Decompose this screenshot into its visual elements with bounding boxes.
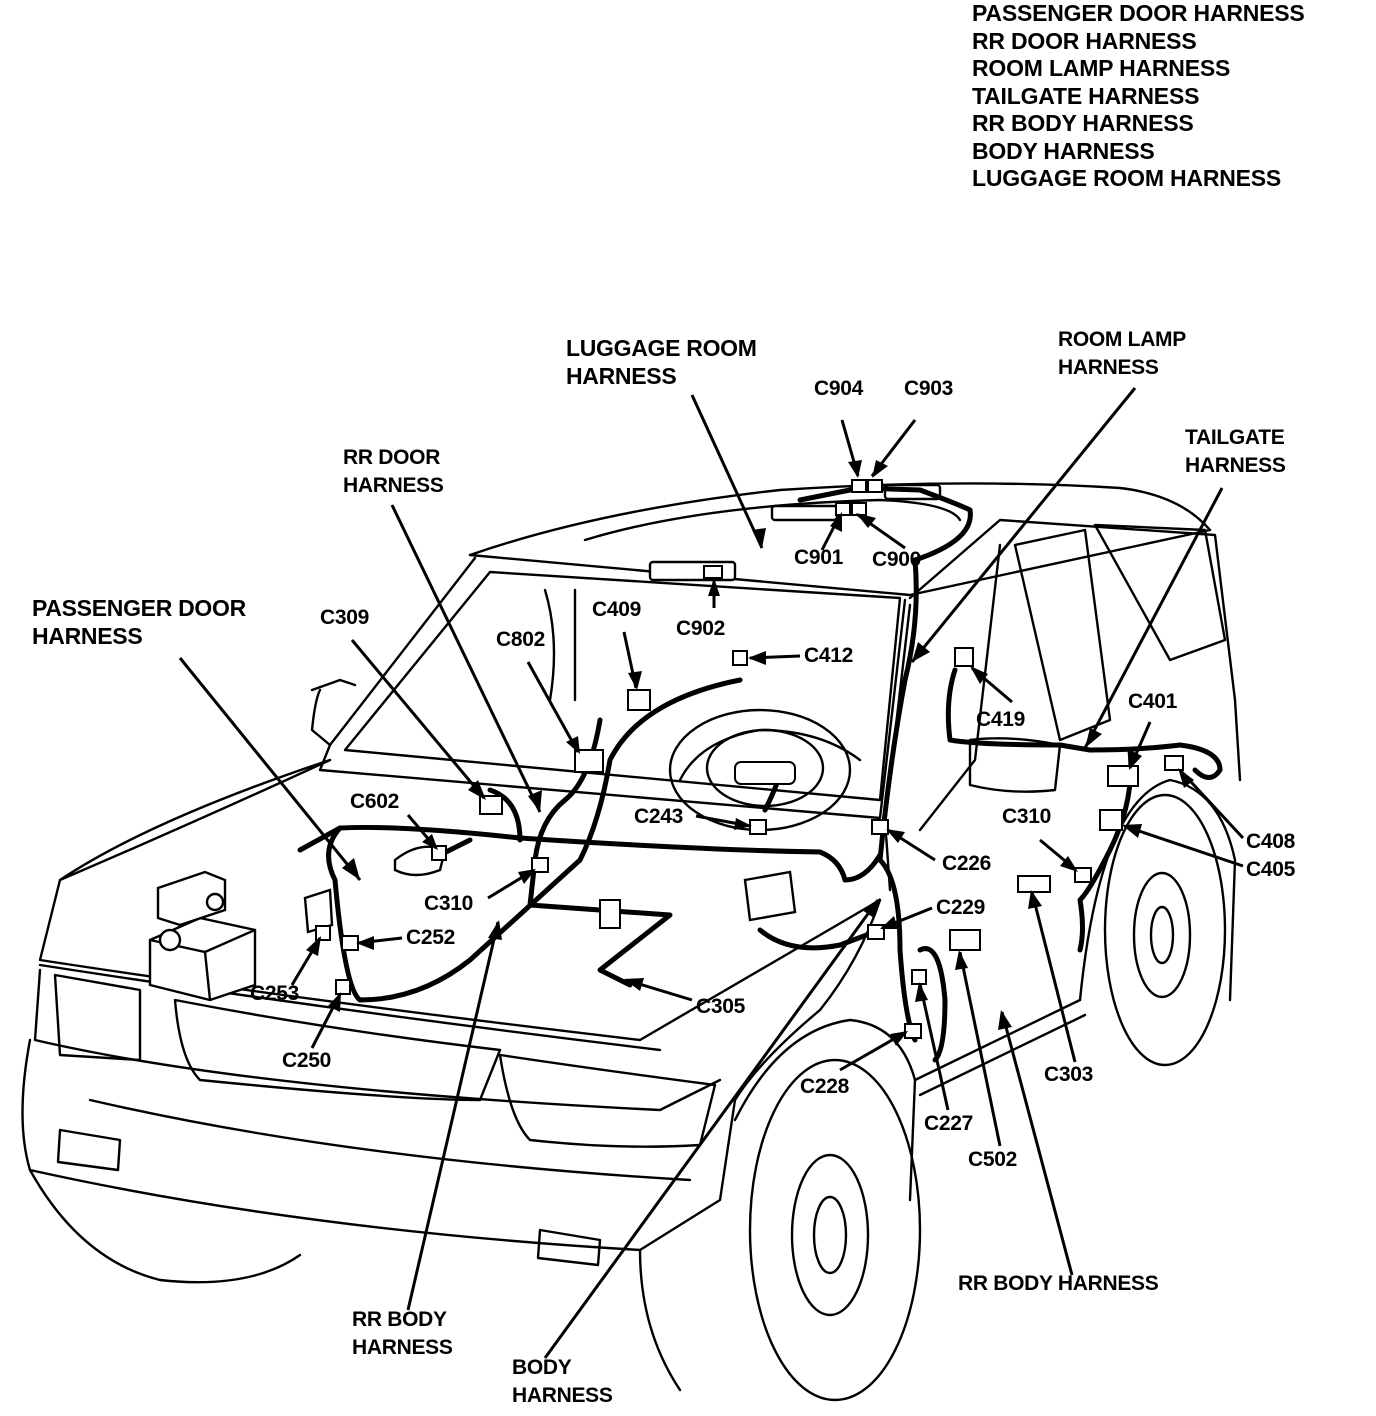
connector-markers — [315, 479, 1184, 1039]
connector-c250 — [335, 979, 351, 995]
label-c226: C226 — [942, 852, 992, 875]
legend-item: PASSENGER DOOR HARNESS — [972, 0, 1305, 26]
connector-c309 — [479, 795, 503, 815]
label-c310-left: C310 — [424, 892, 474, 915]
label-c412: C412 — [804, 644, 854, 667]
connector-c405 — [1099, 809, 1123, 831]
connector-c253 — [315, 925, 331, 941]
label-c228: C228 — [800, 1075, 850, 1098]
leader-lines — [178, 387, 1245, 1359]
label-rr-body-harness-right: RR BODY HARNESS — [958, 1272, 1159, 1295]
connector-c902 — [703, 565, 723, 579]
label-c900: C900 — [872, 548, 922, 571]
legend-item: RR BODY HARNESS — [972, 110, 1194, 136]
label-c229: C229 — [936, 896, 986, 919]
label-luggage-room-harness: LUGGAGE ROOM HARNESS — [566, 335, 757, 389]
connector-c226 — [871, 819, 889, 835]
label-c419: C419 — [976, 708, 1026, 731]
connector-c227 — [911, 969, 927, 985]
connector-part-dash — [734, 761, 796, 785]
label-c252: C252 — [406, 926, 456, 949]
connector-c310-right — [1074, 867, 1092, 883]
label-room-lamp-harness: ROOM LAMP HARNESS — [1058, 328, 1186, 379]
legend-item: TAILGATE HARNESS — [972, 82, 1200, 109]
label-passenger-door-harness: PASSENGER DOOR HARNESS — [32, 595, 246, 649]
connector-c419 — [954, 647, 974, 667]
connector-c602 — [431, 845, 447, 861]
label-c310-right: C310 — [1002, 805, 1052, 828]
label-tailgate-harness: TAILGATE HARNESS — [1185, 426, 1286, 477]
connector-c903 — [867, 479, 883, 493]
label-c602: C602 — [350, 790, 400, 813]
label-c309: C309 — [320, 606, 370, 629]
label-c502: C502 — [968, 1148, 1018, 1171]
label-c902: C902 — [676, 617, 726, 640]
label-c401: C401 — [1128, 690, 1178, 713]
label-c408: C408 — [1246, 830, 1296, 853]
label-rr-body-harness-bottom: RR BODY HARNESS — [352, 1308, 453, 1359]
connector-c229 — [867, 924, 885, 940]
connector-c303 — [1017, 875, 1051, 893]
label-rr-door-harness: RR DOOR HARNESS — [343, 446, 444, 497]
label-c227: C227 — [924, 1112, 974, 1135]
connector-c900 — [851, 502, 867, 516]
connector-c409 — [627, 689, 651, 711]
label-c250: C250 — [282, 1049, 332, 1072]
vehicle-outline — [21, 482, 1242, 1402]
connector-c305 — [599, 899, 621, 929]
label-c409: C409 — [592, 598, 642, 621]
legend-item: BODY HARNESS — [972, 137, 1155, 164]
label-c405: C405 — [1246, 858, 1296, 881]
connector-c252 — [341, 935, 359, 951]
legend-item: RR DOOR HARNESS — [972, 27, 1197, 54]
connector-c802 — [574, 749, 604, 773]
label-body-harness: BODY HARNESS — [512, 1356, 613, 1407]
connector-c904 — [851, 479, 867, 493]
connector-c408 — [1164, 755, 1184, 771]
label-c243: C243 — [634, 805, 684, 828]
label-c253: C253 — [250, 982, 300, 1005]
label-c305: C305 — [696, 995, 746, 1018]
label-c904: C904 — [814, 377, 864, 400]
engine-compartment-parts — [148, 845, 797, 1002]
label-c901: C901 — [794, 546, 844, 569]
connector-c310-left — [531, 857, 549, 873]
connector-c401 — [1107, 765, 1139, 787]
label-c802: C802 — [496, 628, 546, 651]
connector-c901 — [835, 502, 851, 516]
connector-c502 — [949, 929, 981, 951]
label-c303: C303 — [1044, 1063, 1094, 1086]
label-c903: C903 — [904, 377, 954, 400]
connector-c412 — [732, 650, 748, 666]
harness-legend: PASSENGER DOOR HARNESS RR DOOR HARNESS R… — [972, 0, 1305, 193]
legend-item: LUGGAGE ROOM HARNESS — [972, 165, 1282, 191]
connector-c228 — [904, 1023, 922, 1039]
connector-c243 — [749, 819, 767, 835]
legend-item: ROOM LAMP HARNESS — [972, 55, 1231, 81]
